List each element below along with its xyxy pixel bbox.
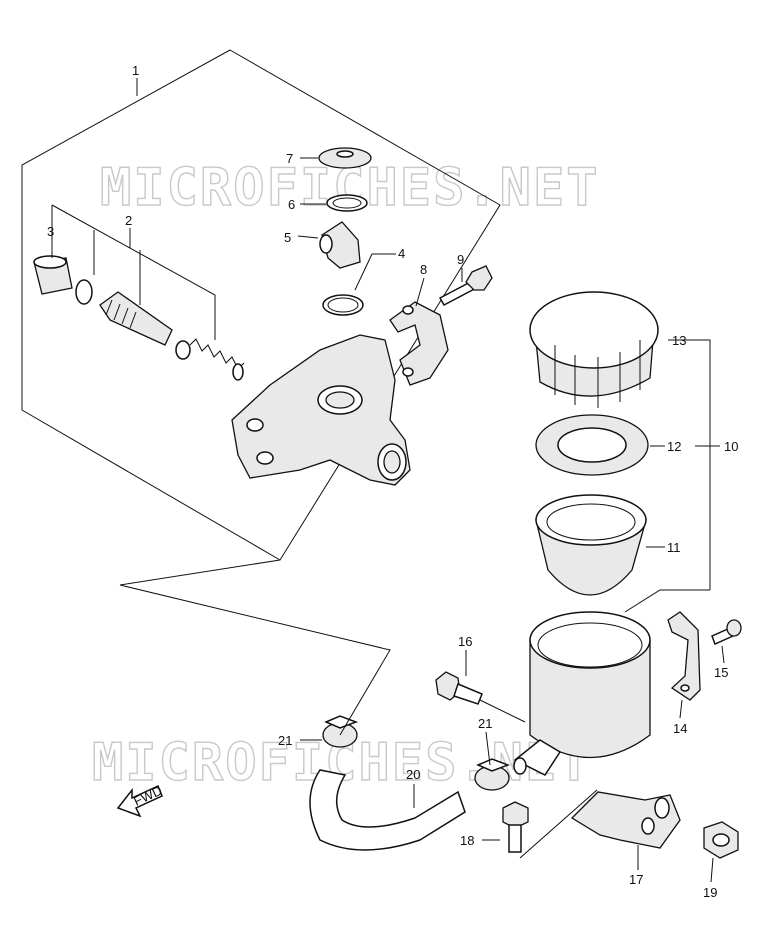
o-ring <box>322 294 364 316</box>
snap-ring <box>75 279 93 305</box>
callout-18: 18 <box>460 833 474 848</box>
hose-routing <box>119 559 710 859</box>
callout-7: 7 <box>286 151 293 166</box>
callout-19: 19 <box>703 885 717 900</box>
boot <box>318 147 372 169</box>
piston-group-leaders <box>51 204 216 340</box>
callout-21-upper: 21 <box>278 733 292 748</box>
bracket-14 <box>667 611 701 701</box>
callout-15: 15 <box>714 665 728 680</box>
piston-cup <box>33 255 73 295</box>
bolt-18 <box>502 801 529 853</box>
callout-17: 17 <box>629 872 643 887</box>
hose-connector <box>319 221 361 269</box>
callout-6: 6 <box>288 197 295 212</box>
hose <box>309 769 466 851</box>
callout-21-lower: 21 <box>478 716 492 731</box>
callout-14: 14 <box>673 721 687 736</box>
callout-13: 13 <box>672 333 686 348</box>
callout-5: 5 <box>284 230 291 245</box>
callout-16: 16 <box>458 634 472 649</box>
callout-12: 12 <box>667 439 681 454</box>
bolt-9 <box>438 265 493 307</box>
callout-4: 4 <box>398 246 405 261</box>
hose-clamp-lower <box>474 758 511 791</box>
callout-3: 3 <box>47 224 54 239</box>
bracket-17 <box>570 791 681 849</box>
clamp <box>389 301 449 386</box>
callout-leaders <box>51 78 725 883</box>
diaphragm-plate <box>535 414 649 476</box>
callout-1: 1 <box>132 63 139 78</box>
master-cylinder-body <box>231 334 411 486</box>
callout-9: 9 <box>457 252 464 267</box>
diaphragm <box>535 494 647 596</box>
piston <box>99 291 191 360</box>
hose-clamp-upper <box>322 715 359 748</box>
reservoir-body <box>513 611 651 776</box>
callout-8: 8 <box>420 262 427 277</box>
reservoir-cap <box>529 291 659 408</box>
nut-19 <box>703 821 739 859</box>
callout-11: 11 <box>667 540 681 555</box>
circlip <box>326 194 368 212</box>
bolt-16 <box>435 671 483 705</box>
callouts: 1 2 3 4 5 6 7 8 9 10 11 12 13 14 15 16 1… <box>47 63 738 900</box>
callout-2: 2 <box>125 213 132 228</box>
callout-10: 10 <box>724 439 738 454</box>
spring <box>189 338 245 381</box>
kit-outline <box>21 49 501 561</box>
callout-20: 20 <box>406 767 420 782</box>
screw-15 <box>711 619 742 646</box>
